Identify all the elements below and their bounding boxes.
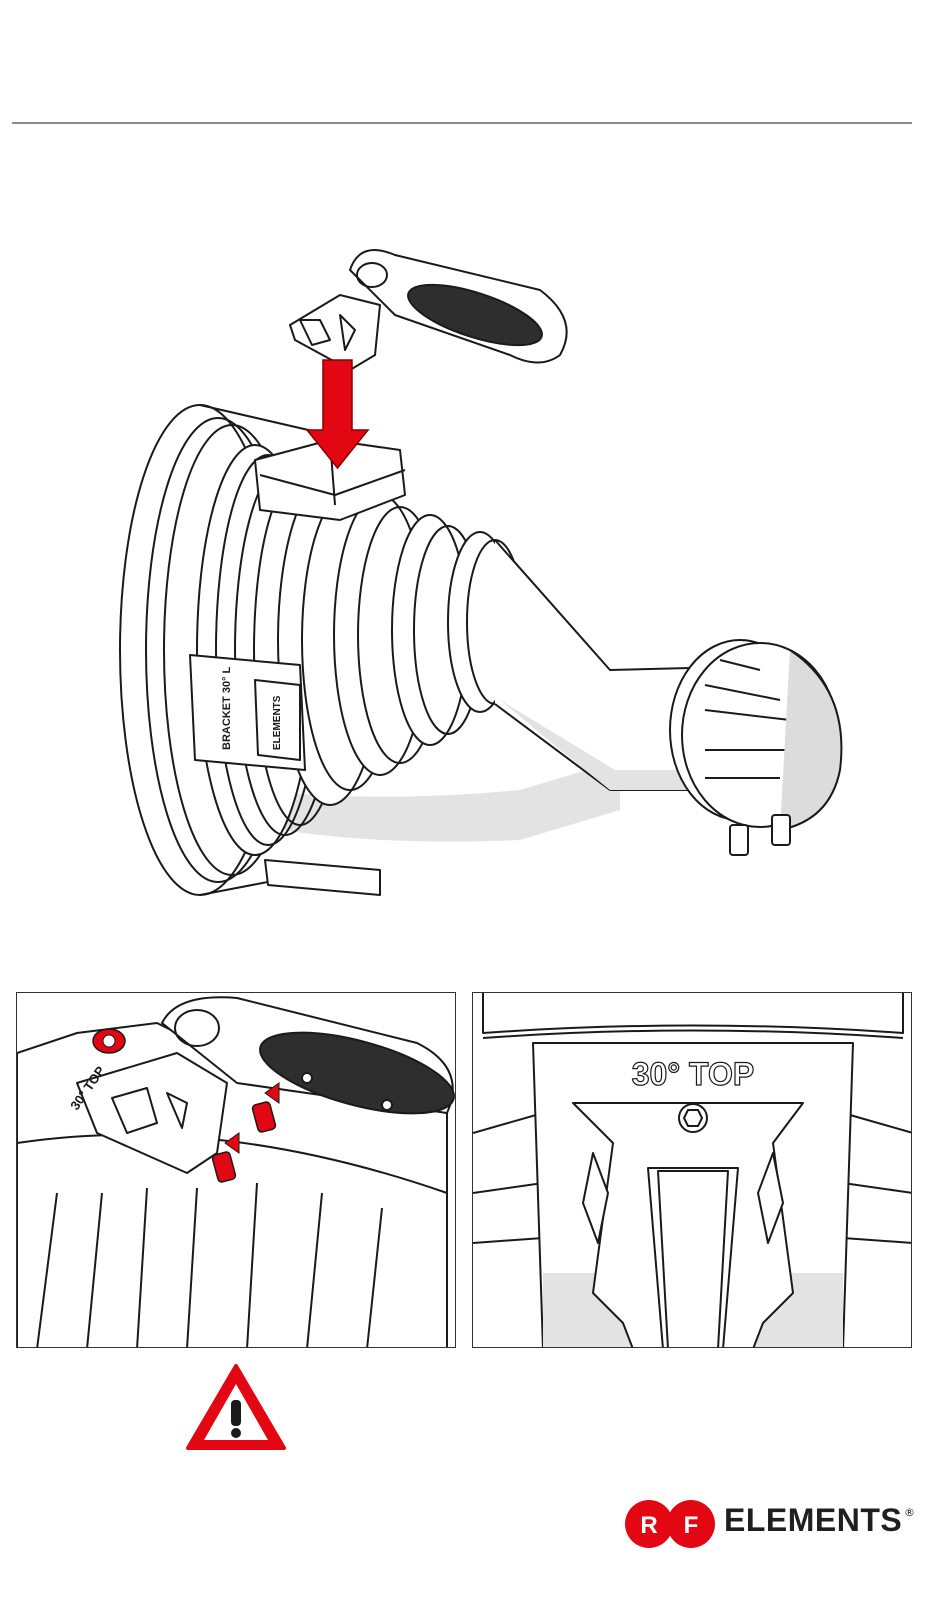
rf-elements-logo: R F ELEMENTS ® <box>624 1498 924 1550</box>
detail-left-panel: 30° TOP <box>16 992 456 1348</box>
header-divider <box>12 122 912 124</box>
bracket-label-text: BRACKET 30° L <box>221 666 233 750</box>
logo-wordmark: ELEMENTS <box>724 1502 902 1539</box>
registered-mark: ® <box>904 1506 915 1519</box>
logo-letter-f: F <box>684 1512 699 1539</box>
detail-right-stamp: 30° TOP <box>632 1056 754 1092</box>
horn-antenna-assembly-illustration: BRACKET 30° L ELEMENTS <box>0 230 950 930</box>
detail-left-illustration: 30° TOP <box>17 993 456 1348</box>
warning-triangle-icon <box>184 1362 288 1454</box>
detail-right-illustration: 30° TOP <box>473 993 912 1348</box>
logo-letter-r: R <box>640 1512 657 1539</box>
detail-right-panel: 30° TOP <box>472 992 912 1348</box>
logo-mark: R F <box>624 1498 716 1550</box>
brand-label-text: ELEMENTS <box>272 695 283 750</box>
